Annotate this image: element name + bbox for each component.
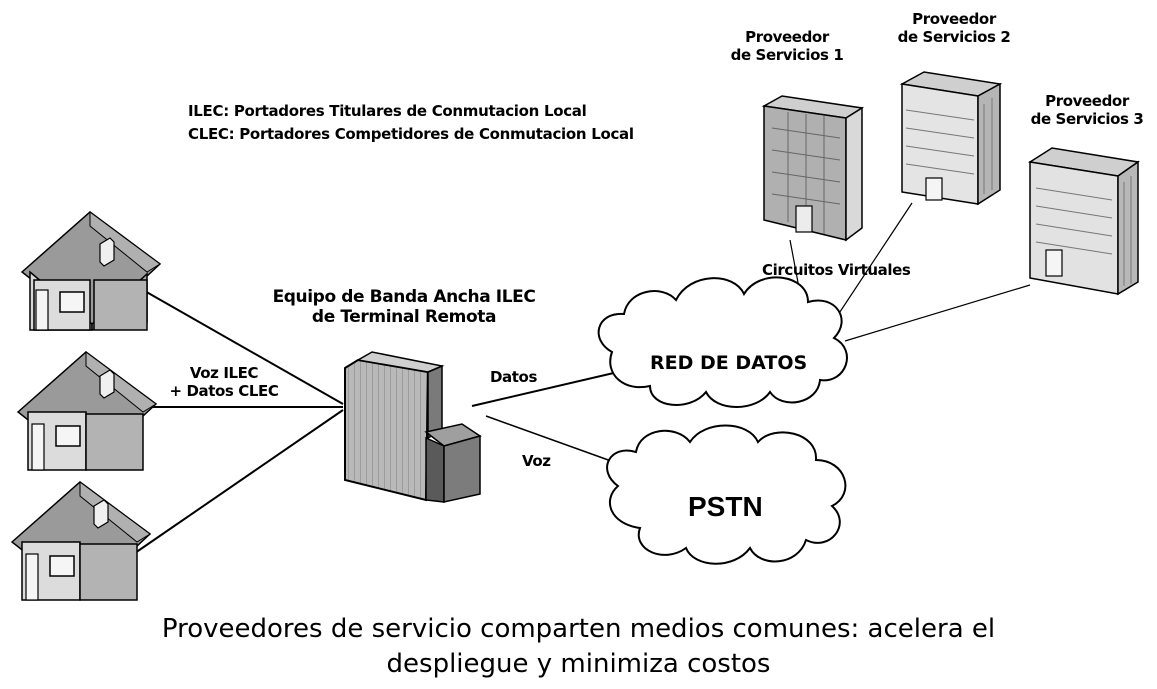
legend-clec: CLEC: Portadores Competidores de Conmuta… [188,125,634,144]
home-link-label: Voz ILEC + Datos CLEC [156,364,292,400]
house1-link [142,289,344,405]
house3-link [134,409,344,554]
house-1 [20,211,162,331]
data-link [471,371,619,407]
house-2 [16,351,158,471]
caption-line1: Proveedores de servicio comparten medios… [161,614,996,644]
voice-link-label: Voz [522,452,551,470]
provider-1-line1: Proveedor [745,28,829,46]
provider-1-label: Proveedor de Servicios 1 [722,28,852,64]
virtual-circuits-label: Circuitos Virtuales [762,261,911,279]
vc-provider2 [825,202,913,334]
voice-link [485,415,626,467]
remote-terminal-cabinet [344,351,482,503]
caption-line2: despliegue y minimiza costos [386,649,771,680]
provider-building-2 [899,71,1003,206]
provider-building-3 [1027,147,1140,296]
provider-3-line1: Proveedor [1045,92,1129,110]
vc-provider3 [844,284,1031,342]
provider-3-label: Proveedor de Servicios 3 [1020,92,1154,128]
provider-2-label: Proveedor de Servicios 2 [884,10,1024,46]
data-network-cloud [597,276,848,408]
terminal-line1: Equipo de Banda Ancha ILEC [272,287,536,307]
provider-2-line1: Proveedor [912,10,996,28]
house-3 [10,481,152,601]
legend: ILEC: Portadores Titulares de Conmutacio… [188,100,634,147]
provider-1-line2: de Servicios 1 [730,46,844,64]
provider-building-1 [761,95,865,242]
pstn-cloud [606,424,847,565]
caption: Proveedores de servicio comparten medios… [0,612,1157,682]
home-link-line2: + Datos CLEC [169,382,279,400]
pstn-label: PSTN [688,491,763,522]
terminal-line2: de Terminal Remota [311,307,497,328]
data-link-label: Datos [490,368,537,386]
home-link-line1: Voz ILEC [189,364,259,382]
terminal-label: Equipo de Banda Ancha ILEC de Terminal R… [244,287,564,328]
legend-ilec: ILEC: Portadores Titulares de Conmutacio… [188,102,587,120]
provider-2-line2: de Servicios 2 [897,28,1011,46]
data-network-label: RED DE DATOS [650,352,808,374]
provider-3-line2: de Servicios 3 [1030,110,1144,128]
